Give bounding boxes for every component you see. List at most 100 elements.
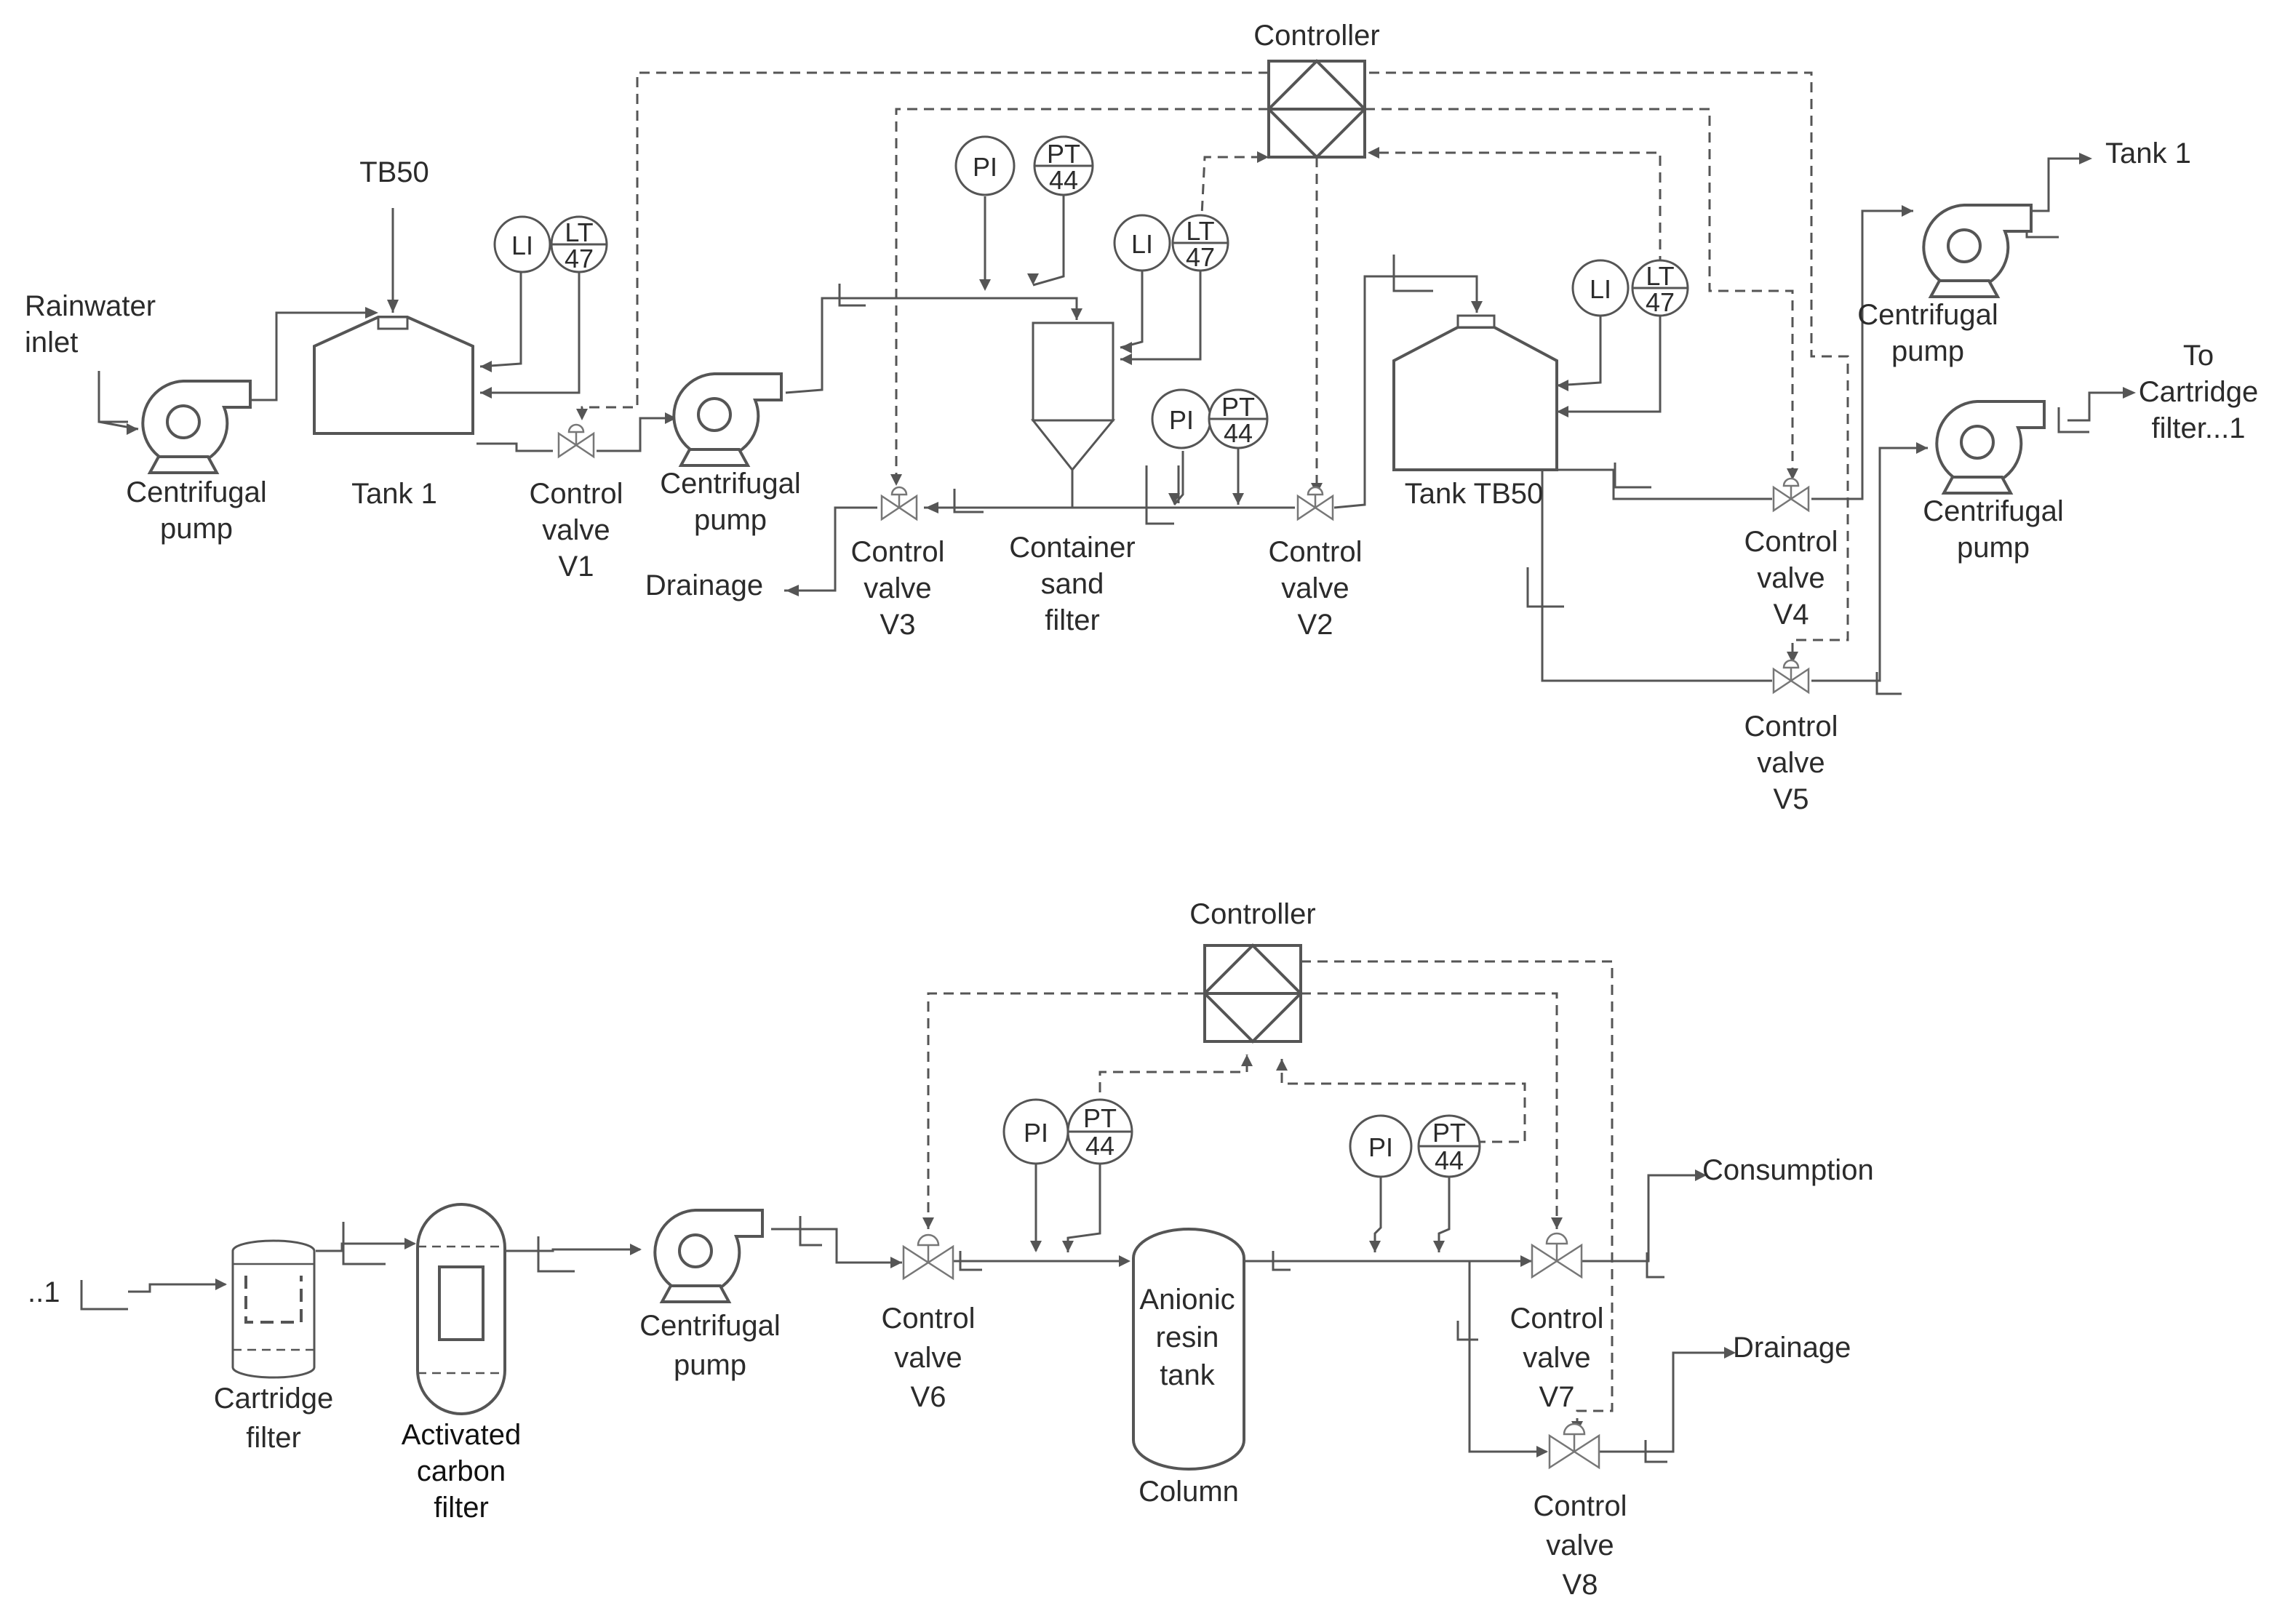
cartridge-filter-label-2: filter [246, 1422, 301, 1454]
tank-tb50-nozzle [1456, 314, 1496, 329]
valve-v8-label: Control [1534, 1490, 1627, 1522]
lt-sand-text: LT [1186, 216, 1214, 246]
valve-v3-tag: V3 [880, 609, 916, 641]
drainage-bottom-label: Drainage [1733, 1332, 1851, 1364]
tank-tb50 [1392, 326, 1558, 471]
valve-v6-label-2: valve [894, 1342, 962, 1374]
pt-sand-text: PT [1047, 139, 1080, 169]
pi-v6-text: PI [1024, 1118, 1048, 1148]
valve-v5-tag: V5 [1774, 783, 1809, 815]
valve-v4-tag: V4 [1774, 599, 1809, 631]
controller-top-label: Controller [1253, 20, 1379, 52]
pump-top-2 [672, 372, 783, 467]
controller-top-symbol [1267, 60, 1366, 159]
valve-v1-tag: V1 [559, 551, 594, 583]
valve-v6-label: Control [882, 1303, 976, 1335]
pt-v7-text: PT [1432, 1118, 1466, 1148]
valve-v3-label: Control [851, 536, 945, 568]
bottom-equipment [231, 944, 1600, 1471]
valve-v1 [557, 423, 595, 458]
sand-filter-cone [1030, 419, 1116, 472]
valve-v8-tag: V8 [1563, 1569, 1598, 1601]
pump-bottom [653, 1209, 764, 1303]
tank-1-nozzle [377, 316, 409, 330]
carbon-filter-label-3: filter [434, 1492, 489, 1524]
rainwater-inlet-label: Rainwater [25, 290, 156, 322]
top-flow-arrows [127, 147, 2136, 663]
pump-bottom-label: Centrifugal [639, 1310, 780, 1342]
sand-filter-label: Container [1009, 532, 1135, 564]
pi-v7-bubble [1349, 1114, 1413, 1178]
top-instruments [493, 135, 1689, 449]
pump-top-4 [1935, 400, 2046, 495]
to-cartridge-label: To [2183, 340, 2214, 372]
drainage-top-label: Drainage [645, 569, 763, 601]
carbon-filter-label-2: carbon [417, 1455, 506, 1487]
pi-sand-bubble [954, 135, 1016, 196]
valve-v3 [880, 486, 918, 521]
lt-tb50-tag: 47 [1646, 287, 1675, 317]
activated-carbon-filter [416, 1203, 506, 1415]
lt-tank1-tag: 47 [565, 244, 594, 273]
controller-bottom-label: Controller [1189, 898, 1315, 930]
pump-bottom-label-2: pump [674, 1349, 746, 1381]
top-labels: Controller TB50 Rainwater inlet Centrifu… [25, 20, 2258, 815]
li-tb50-text: LI [1590, 274, 1611, 304]
valve-v2-label: Control [1269, 536, 1363, 568]
pt-sand-tag: 44 [1049, 165, 1078, 195]
lt-tb50-text: LT [1646, 261, 1674, 291]
valve-v2-tag: V2 [1298, 609, 1333, 641]
top-process-pipes [97, 157, 2124, 682]
lt-sand-tag: 47 [1186, 242, 1215, 272]
bottom-instruments [1002, 1098, 1481, 1178]
carbon-filter-label: Activated [402, 1419, 522, 1451]
pi-v7-text: PI [1368, 1132, 1393, 1162]
valve-v5 [1772, 659, 1810, 694]
valve-v3-label-2: valve [864, 572, 931, 604]
li-tank1-bubble [493, 215, 551, 273]
bottom-stubs [80, 1216, 1667, 1463]
valve-v7-label: Control [1510, 1303, 1604, 1335]
resin-tank-label: Anionic [1139, 1284, 1235, 1316]
to-cartridge-label-2: Cartridge [2139, 376, 2259, 408]
valve-v6 [902, 1233, 954, 1280]
valve-v4 [1772, 477, 1810, 512]
cartridge-filter-label: Cartridge [214, 1383, 334, 1415]
pump-top-1-label: Centrifugal [126, 476, 266, 508]
valve-v4-label-2: valve [1757, 562, 1825, 594]
pt-v2-tag: 44 [1224, 418, 1253, 448]
valve-v8-label-2: valve [1546, 1529, 1614, 1561]
pump-top-1-label-2: pump [160, 513, 233, 545]
controller-bottom-symbol [1203, 944, 1302, 1043]
pt-v7-tag: 44 [1435, 1145, 1464, 1175]
resin-tank-label-2: resin [1156, 1321, 1219, 1353]
li-tb50-bubble [1571, 259, 1630, 317]
pump-top-2-label: Centrifugal [660, 468, 800, 500]
top-signal-lines [581, 71, 1849, 663]
valve-v7-tag: V7 [1539, 1381, 1575, 1413]
valve-v1-label-2: valve [542, 514, 610, 546]
pump-top-3-label: Centrifugal [1857, 299, 1998, 331]
tank-1 [313, 316, 474, 435]
pump-top-4-label: Centrifugal [1923, 495, 2063, 527]
top-stubs [97, 224, 2089, 695]
valve-v2 [1296, 486, 1334, 521]
valve-v1-label: Control [530, 478, 623, 510]
sand-filter-label-2: sand [1041, 568, 1104, 600]
pump-top-3 [1922, 204, 2033, 298]
li-tank1-text: LI [511, 231, 533, 260]
pump-top-4-label-2: pump [1957, 532, 2030, 564]
continuation-in-label: ..1 [28, 1276, 60, 1308]
pump-top-2-label-2: pump [694, 504, 767, 536]
valve-v5-label-2: valve [1757, 747, 1825, 779]
top-equipment [141, 60, 2046, 694]
tank-1-outlet-label: Tank 1 [2105, 137, 2191, 169]
bottom-flow-arrows [215, 1055, 1736, 1457]
anionic-resin-column [1132, 1228, 1245, 1471]
li-sand-bubble [1113, 214, 1171, 272]
to-cartridge-label-3: filter...1 [2152, 412, 2246, 444]
pi-sand-text: PI [973, 152, 997, 182]
tank-tb50-label: Tank TB50 [1405, 478, 1544, 510]
bottom-labels: Controller ..1 Cartridge filter Activate… [28, 898, 1874, 1601]
